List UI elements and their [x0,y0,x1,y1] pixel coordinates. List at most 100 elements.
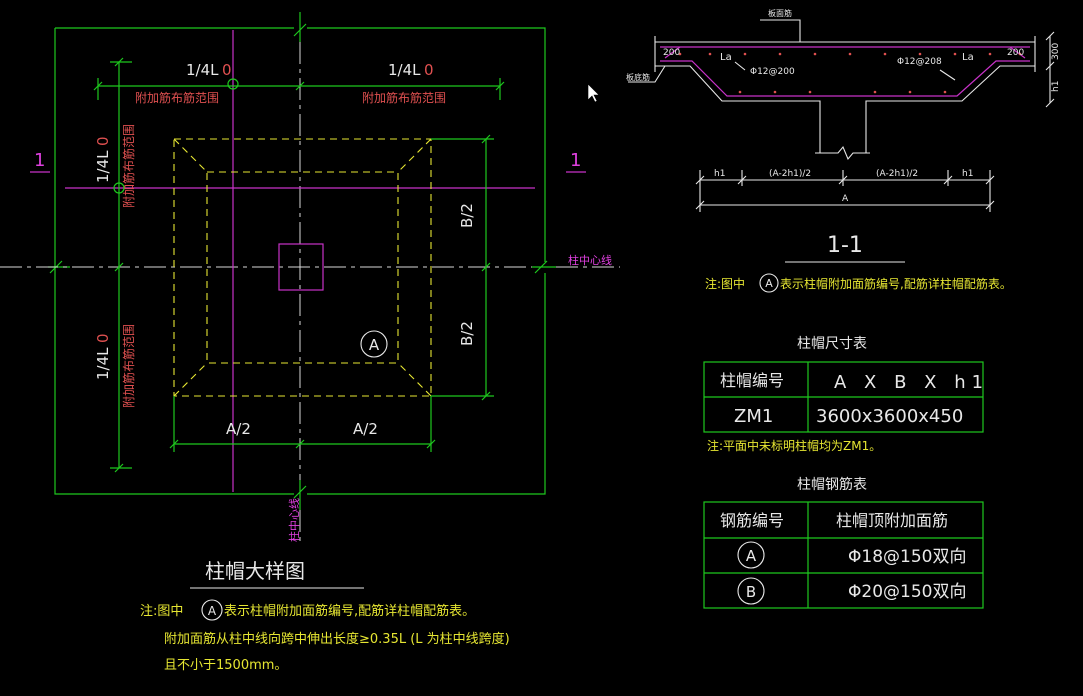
sec-dim-v-tick-3 [1045,98,1055,108]
dim-left-tick-m [114,262,124,272]
quarter-L-left-upper: 1/4L [94,150,112,183]
quarter-L-top-left: 1/4L [186,61,219,79]
section-note-symbol-circle [759,273,779,293]
plan-note-symbol-circle [201,599,223,621]
cap-diagonal-bl [173,362,208,397]
section-dim-mid-right: (A-2h1)/2 [876,169,918,179]
sec-dim-v-tick-1 [1045,31,1055,41]
dim-node-top [227,78,239,90]
leader-bar-left [734,61,746,71]
section-dim-200-left: 200 [663,48,680,58]
plan-note-prefix: 注:图中 [140,604,183,619]
plan-outline [54,27,546,495]
leader-bottom-bar [628,65,666,83]
b-half-upper: B/2 [458,203,476,228]
size-table-note: 注:平面中未标明柱帽均为ZM1。 [707,438,881,453]
quarter-L-left-lower: 1/4L [94,347,112,380]
section-dim-total: A [842,194,849,204]
section-la-left: La [720,52,732,63]
rebar-row-a-circle [737,541,765,569]
dim-bottom-tick-m [295,439,305,449]
section-dim-200-right: 200 [1007,48,1024,58]
section-outline [654,36,1036,153]
leader-bar-right [939,69,956,81]
section-dim-h1-vertical: h1 [1051,81,1061,92]
leader-top-bar [760,19,801,42]
section-top-bar-label: 板面筋 [768,8,792,18]
sec-dim-v-tick-2 [1045,61,1055,71]
section-note-symbol: A [765,277,773,290]
zero-top-right: 0 [424,61,434,79]
size-table: 柱帽尺寸表 柱帽编号 A X B X h1 ZM1 3600x3600x450 … [703,336,989,453]
rebar-table: 柱帽钢筋表 钢筋编号 柱帽顶附加面筋 A Φ18@150双向 B Φ20@150… [703,476,984,609]
section-cap-bar [660,60,1030,97]
extra-bar-range-top-left: 附加筋布筋范围 [135,90,219,105]
plan-note-symbol: A [208,604,217,618]
plan-title: 柱帽大样图 [205,559,305,583]
bar-tag-letter: A [369,336,380,354]
size-table-cell-id: ZM1 [734,406,773,427]
rebar-row-a-spec: Φ18@150双向 [848,547,966,567]
section-bar-right: Φ12@208 [897,57,942,67]
centerline-label-right: 柱中心线 [568,253,612,267]
rebar-table-title: 柱帽钢筋表 [797,476,867,493]
rebar-row-a-id: A [746,547,757,565]
section-dim-mid-left: (A-2h1)/2 [769,169,811,179]
section-bar-left: Φ12@200 [750,67,795,77]
section-title: 1-1 [827,233,863,258]
section-note-prefix: 注:图中 [705,276,745,291]
extra-bar-range-top-right: 附加筋布筋范围 [362,90,446,105]
size-table-title: 柱帽尺寸表 [797,336,867,352]
bar-tag-circle [360,330,388,358]
zero-left-lower: 0 [94,333,112,343]
section-bar-dots [678,52,1022,94]
dim-top-tick-m [295,81,305,91]
section-extra-bar-right [1009,46,1026,59]
a-half-left: A/2 [226,420,251,438]
rebar-table-header-2: 柱帽顶附加面筋 [836,511,948,530]
section-dim-300: 300 [1051,43,1061,60]
quarter-L-top-right: 1/4L [388,61,421,79]
b-half-lower: B/2 [458,321,476,346]
section-column-break [815,145,870,161]
column-square [278,243,324,291]
section-la-right: La [962,52,974,63]
plan-notes: 注:图中 A 表示柱帽附加面筋编号,配筋详柱帽配筋表。 附加面筋从柱中线向跨中伸… [140,599,510,673]
section-note-text: 表示柱帽附加面筋编号,配筋详柱帽配筋表。 [780,276,1012,291]
rebar-row-b-id: B [746,583,756,601]
section-extra-bar-left [664,46,681,59]
centerline-label-bottom: 柱中心线 [287,498,301,542]
plan-note-text: 表示柱帽附加面筋编号,配筋详柱帽配筋表。 [224,603,475,619]
section-dim-h1-right: h1 [962,169,973,179]
extra-bar-range-left-lower: 附加筋布筋范围 [121,324,136,408]
section-dim-ticks [695,170,995,212]
rebar-table-header-1: 钢筋编号 [720,511,784,530]
break-bottom [293,480,307,510]
size-table-header-1: 柱帽编号 [720,371,784,390]
plan-note-line2: 附加面筋从柱中线向跨中伸出长度≥0.35L (L 为柱中线跨度) [164,631,510,647]
section-dim-h1-left: h1 [714,169,725,179]
zero-top-left: 0 [222,61,232,79]
rebar-row-b-circle [737,577,765,605]
a-half-right: A/2 [353,420,378,438]
rebar-row-b-spec: Φ20@150双向 [848,582,966,602]
size-table-header-2: A X B X h1 [834,372,989,393]
dim-node-left [113,182,125,194]
mouse-cursor-icon [587,83,600,103]
rebar-table-frame [703,501,984,609]
dim-right-tick-m [481,262,491,272]
break-top [293,12,307,42]
section-mark-left: 1 [34,150,45,171]
plan-note-line3: 且不小于1500mm。 [164,658,287,673]
section-view: 板面筋 板底筋 200 200 La La Φ12@200 Φ12@208 30… [626,8,1061,293]
cap-diagonal-br [397,362,432,397]
cap-diagonal-tl [173,138,208,173]
break-right [532,260,556,274]
section-bottom-bar-label: 板底筋 [626,72,650,82]
section-mark-right: 1 [570,150,581,171]
plan-view: 1/4L 0 1/4L 0 附加筋布筋范围 附加筋布筋范围 1/4L 0 附加筋… [0,12,620,589]
extra-bar-range-left-upper: 附加筋布筋范围 [121,124,136,208]
cap-diagonal-tr [397,138,432,173]
size-table-cell-dims: 3600x3600x450 [816,406,963,427]
